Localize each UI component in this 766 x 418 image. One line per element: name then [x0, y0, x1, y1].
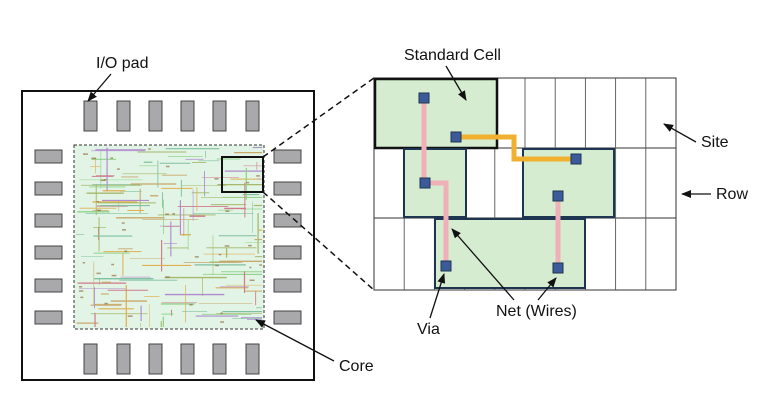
zoom-line-top: [262, 77, 375, 158]
via-1: [418, 92, 430, 104]
io-pad-bottom-2: [116, 343, 131, 375]
io-pad-bottom-3: [148, 343, 163, 375]
site-label: Site: [701, 134, 729, 151]
core-area: [73, 144, 265, 330]
io-pad-right-6: [273, 310, 302, 325]
core-arrow: [255, 319, 335, 362]
io-pad-top-4: [180, 100, 195, 132]
via-7: [552, 262, 564, 274]
io-pad-top-2: [116, 100, 131, 132]
io-pad-top-1: [83, 100, 98, 132]
io-pad-left-5: [34, 278, 63, 293]
io-pad-left-2: [34, 181, 63, 196]
site-arrow: [663, 123, 697, 143]
via-arrow: [429, 273, 446, 319]
via-2: [450, 131, 462, 143]
net-wires-arrow: [451, 228, 515, 301]
io-pad-bottom-4: [180, 343, 195, 375]
standard-cell-label: Standard Cell: [404, 47, 501, 64]
io-pad-right-4: [273, 245, 302, 260]
via-label: Via: [417, 321, 440, 338]
via-5: [552, 190, 564, 202]
zoom-region-box: [221, 156, 264, 193]
io-pad-arrow: [87, 73, 112, 102]
io-pad-right-5: [273, 278, 302, 293]
standard-cell-arrow: [445, 65, 467, 101]
core-label: Core: [339, 358, 374, 375]
vias: [418, 92, 582, 274]
zoom-line-bottom: [262, 191, 375, 291]
io-pad-bottom-6: [245, 343, 260, 375]
io-pad-left-4: [34, 245, 63, 260]
net-wires-label: Net (Wires): [496, 303, 577, 320]
io-pad-right-3: [273, 213, 302, 228]
io-pad-top-5: [212, 100, 227, 132]
via-4: [570, 153, 582, 165]
io-pads: [34, 100, 302, 375]
standard-cell-mid-left: [403, 148, 467, 218]
io-pad-right-2: [273, 181, 302, 196]
io-pad-top-6: [245, 100, 260, 132]
row-label: Row: [716, 186, 748, 203]
via-6: [440, 260, 452, 272]
via-3: [419, 177, 431, 189]
net-wires: [421, 98, 576, 268]
io-pad-top-3: [148, 100, 163, 132]
io-pad-left-3: [34, 213, 63, 228]
io-pad-left-1: [34, 149, 63, 164]
net-wires-arrow-2: [537, 277, 557, 301]
io-pad-bottom-5: [212, 343, 227, 375]
io-pad-right-1: [273, 149, 302, 164]
standard-cell-bottom: [434, 218, 586, 289]
io-pad-label: I/O pad: [96, 55, 148, 72]
io-pad-bottom-1: [83, 343, 98, 375]
io-pad-left-6: [34, 310, 63, 325]
core-routing-wires: [76, 147, 262, 327]
